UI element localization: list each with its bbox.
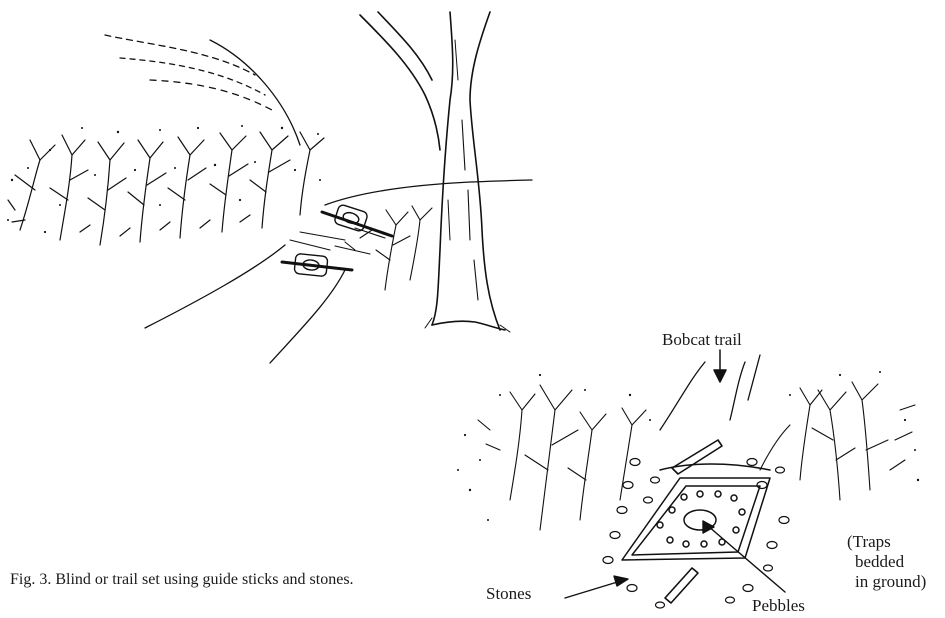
stones-pointer	[565, 576, 628, 598]
bobcat-trail-label: Bobcat trail	[662, 330, 742, 350]
right-bush-stipple	[789, 371, 919, 481]
traps-note-line3: in ground)	[855, 572, 926, 592]
trail-arrow	[714, 350, 726, 382]
top-trap-lower	[282, 253, 352, 276]
left-bush	[478, 385, 646, 530]
figure-caption: Fig. 3. Blind or trail set using guide s…	[10, 570, 410, 590]
top-trap-upper	[322, 204, 392, 236]
trail-sticks	[290, 228, 385, 254]
right-bush	[760, 382, 915, 500]
hedge-stipple	[7, 125, 321, 233]
traps-note-line1: (Traps	[847, 532, 891, 552]
top-scene	[7, 12, 532, 363]
bottom-trap	[622, 464, 770, 560]
bottom-trail-edges	[660, 355, 760, 430]
stones-label: Stones	[486, 584, 531, 604]
traps-note-line2: bedded	[855, 552, 904, 572]
hedge-bush	[8, 132, 324, 245]
bottom-scene	[457, 350, 919, 608]
distant-hill-lines	[105, 35, 300, 145]
tree	[360, 12, 510, 332]
pebbles-label: Pebbles	[752, 596, 805, 616]
left-bush-stipple	[457, 374, 651, 521]
